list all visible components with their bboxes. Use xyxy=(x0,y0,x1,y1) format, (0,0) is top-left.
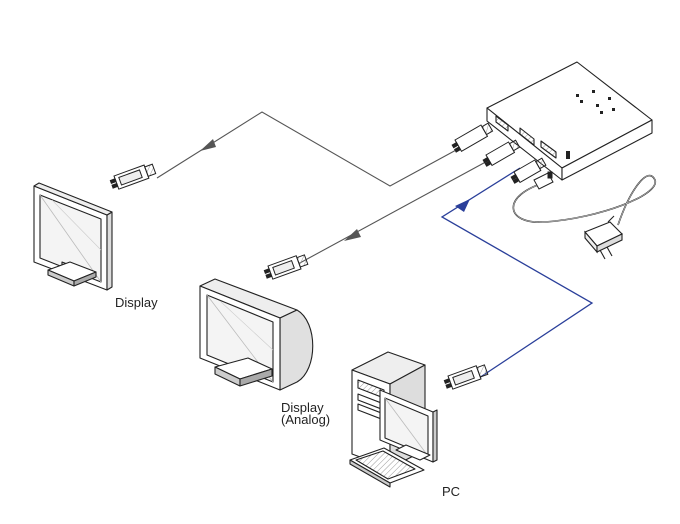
cable-to-display xyxy=(156,111,459,187)
vga-connector-icon xyxy=(451,122,494,153)
pc-label: PC xyxy=(442,484,461,499)
vga-connector-icon xyxy=(482,139,521,167)
cable-to-analog-display xyxy=(297,157,494,265)
crt-monitor-icon xyxy=(199,278,314,391)
vga-connector-icon xyxy=(263,254,309,280)
power-adapter-icon xyxy=(584,215,623,260)
desktop-pc-icon xyxy=(349,351,438,488)
arrow-from-pc xyxy=(455,199,470,212)
arrow-to-display xyxy=(200,139,216,151)
dc-plug-icon xyxy=(533,171,554,190)
cable-from-pc xyxy=(440,167,594,381)
splitter-box-icon xyxy=(486,61,653,181)
lcd-monitor-icon xyxy=(33,182,113,291)
display-label: Display xyxy=(115,295,158,310)
display-analog-sublabel: (Analog) xyxy=(281,412,331,427)
display-analog-label: Display xyxy=(281,400,324,415)
vga-connector-icon xyxy=(443,364,489,390)
arrow-to-analog-display xyxy=(344,229,361,241)
vga-connector-icon xyxy=(109,163,157,190)
vga-connector-icon xyxy=(510,157,547,184)
